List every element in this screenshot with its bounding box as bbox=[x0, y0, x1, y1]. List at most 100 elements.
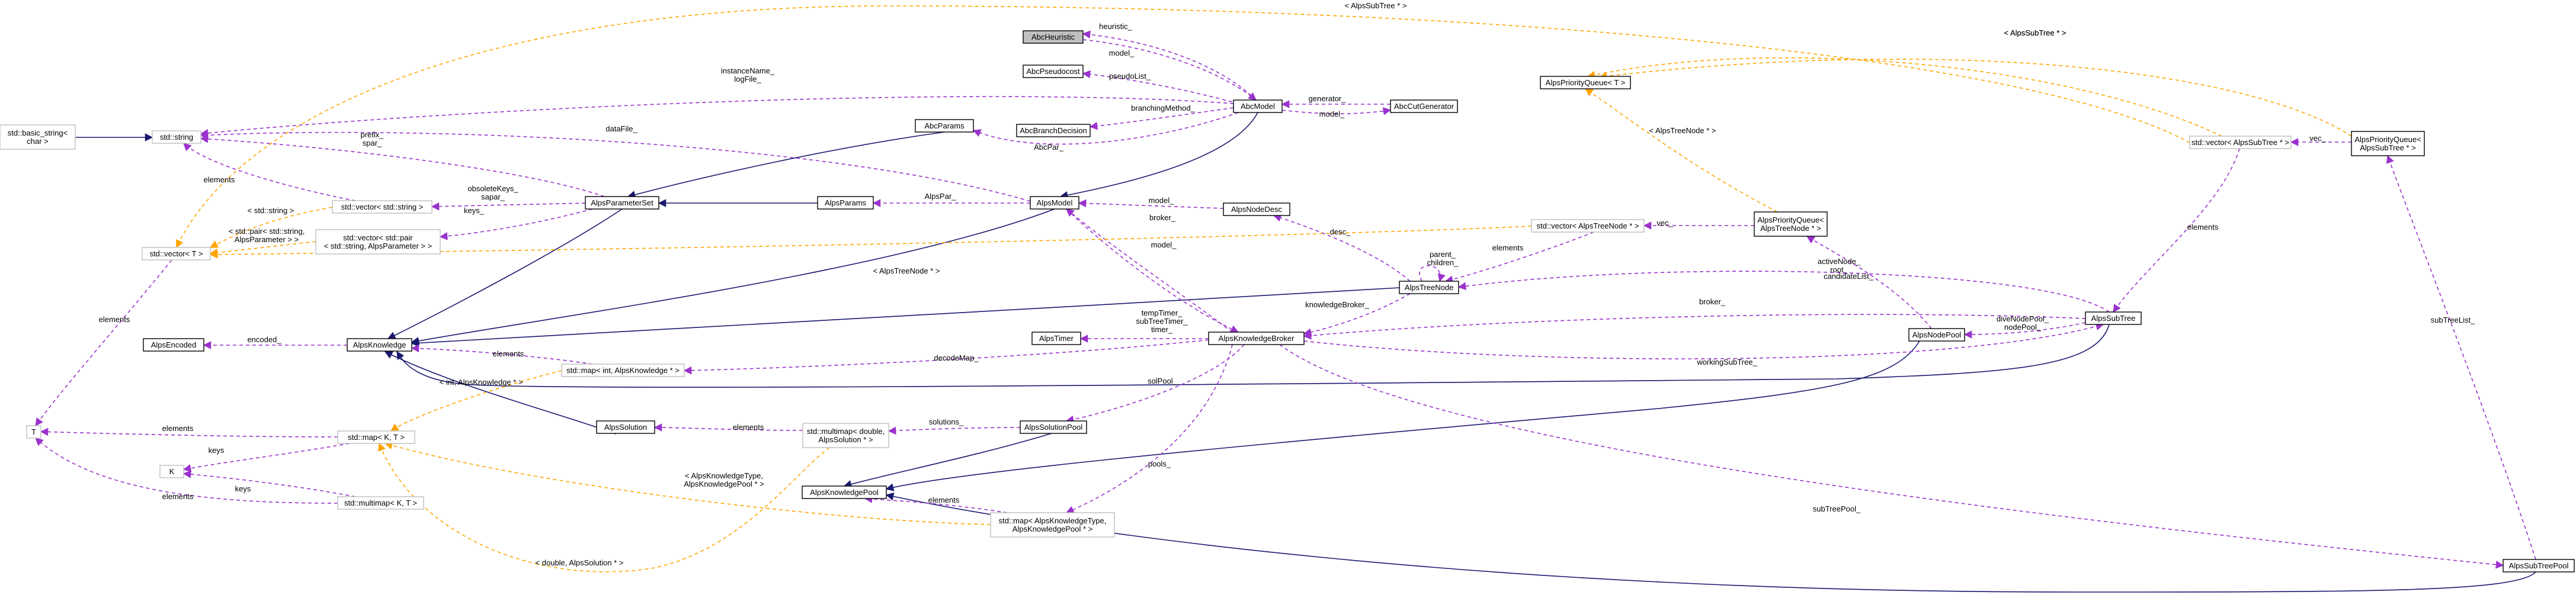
class-node-label-line: AbcModel bbox=[1241, 102, 1275, 111]
class-node-nodedesc[interactable]: AlpsNodeDesc bbox=[1223, 202, 1290, 216]
class-node-basicstring[interactable]: std::basic_string<char > bbox=[0, 124, 76, 150]
edge-label-broker-alpsmodel: broker_ bbox=[1149, 213, 1176, 222]
edge-label-subtreepool-pqsubtree: subTreeList_ bbox=[2431, 316, 2475, 324]
edge-label-line: elements bbox=[493, 349, 524, 358]
class-node-broker[interactable]: AlpsKnowledgeBroker bbox=[1208, 332, 1305, 345]
class-node-K[interactable]: K bbox=[159, 465, 184, 478]
class-node-stdstring[interactable]: std::string bbox=[152, 130, 201, 144]
edge-label-line: elements bbox=[1492, 243, 1524, 252]
edge-label-line: vec_ bbox=[2309, 134, 2326, 143]
edge-line-solution-multimap bbox=[655, 427, 803, 430]
class-node-label: K bbox=[169, 467, 175, 476]
edge-multimapKT-K bbox=[184, 474, 356, 497]
class-node-vecpair[interactable]: std::vector< std::pair< std::string, Alp… bbox=[315, 229, 441, 255]
edge-line-knowledge-alpsmodel bbox=[412, 208, 1055, 342]
class-node-alpsparams[interactable]: AlpsParams bbox=[817, 196, 874, 210]
edge-line-kpool-subtreepool bbox=[886, 495, 2536, 593]
edge-subtree-treenode bbox=[1459, 271, 2110, 313]
edge-label-broker-mapint: decodeMap_ bbox=[934, 353, 979, 362]
class-node-cutgen[interactable]: AbcCutGenerator bbox=[1390, 99, 1458, 113]
class-node-alpsmodel[interactable]: AlpsModel bbox=[1030, 196, 1079, 210]
edge-alpsmodel-nodedesc bbox=[1079, 203, 1224, 209]
class-node-label: AlpsSubTree bbox=[2091, 314, 2136, 323]
edge-tpl-vecsubtree2 bbox=[1588, 57, 2222, 137]
class-node-multimapdbl[interactable]: std::multimap< double,AlpsSolution * > bbox=[802, 423, 889, 448]
edge-label-tpl-vecstring: < std::string > bbox=[248, 206, 294, 215]
class-node-solpool[interactable]: AlpsSolutionPool bbox=[1020, 420, 1087, 434]
edge-label-abcparams-abcmodel: AbcPar_ bbox=[1034, 143, 1064, 152]
class-node-T[interactable]: T bbox=[26, 425, 41, 439]
class-node-label-line: AlpsSubTreePool bbox=[2509, 561, 2569, 570]
edge-line-vecsubtree-subtree bbox=[2113, 148, 2240, 312]
edge-stdstring-paramset bbox=[201, 139, 605, 197]
class-node-label-line: AbcBranchDecision bbox=[1020, 126, 1087, 135]
class-node-timer[interactable]: AlpsTimer bbox=[1031, 332, 1081, 345]
edge-label-vectreenode-treenode: elements bbox=[1492, 243, 1524, 252]
class-node-heuristic[interactable]: AbcHeuristic bbox=[1023, 30, 1084, 44]
class-node-label-line: AlpsKnowledgeBroker bbox=[1219, 334, 1295, 343]
class-node-paramset[interactable]: AlpsParameterSet bbox=[585, 196, 659, 210]
class-node-subtreepool[interactable]: AlpsSubTreePool bbox=[2503, 559, 2575, 573]
class-node-label: AlpsKnowledgePool bbox=[810, 488, 879, 497]
class-node-label: std::map< int, AlpsKnowledge * > bbox=[566, 366, 680, 375]
class-node-box bbox=[143, 338, 204, 352]
edge-knowledge-subtree bbox=[397, 324, 2110, 388]
class-node-label: AlpsParams bbox=[825, 198, 867, 207]
edge-abcmodel-branchdec bbox=[1090, 107, 1234, 127]
class-node-multimapKT[interactable]: std::multimap< K, T > bbox=[337, 496, 424, 510]
class-node-encoded[interactable]: AlpsEncoded bbox=[143, 338, 204, 352]
edge-line-abcmodel-heuristic bbox=[1083, 34, 1257, 101]
edge-label-line: AbcPar_ bbox=[1034, 143, 1064, 152]
edge-knowledge-alpsmodel bbox=[412, 208, 1055, 342]
class-node-knowledge[interactable]: AlpsKnowledge bbox=[347, 338, 412, 352]
class-node-pqtreenode[interactable]: AlpsPriorityQueue<AlpsTreeNode * > bbox=[1754, 211, 1828, 237]
class-node-abcparams[interactable]: AbcParams bbox=[915, 119, 974, 133]
class-node-abcmodel[interactable]: AbcModel bbox=[1233, 99, 1283, 113]
class-node-label: AbcModel bbox=[1241, 102, 1275, 111]
class-node-subtree[interactable]: AlpsSubTree bbox=[2085, 311, 2142, 325]
edge-line-vecpair-paramset bbox=[440, 208, 593, 237]
edge-abcparams-paramset bbox=[628, 131, 945, 197]
class-node-branchdec[interactable]: AbcBranchDecision bbox=[1016, 124, 1091, 137]
class-node-mapintk[interactable]: std::map< int, AlpsKnowledge * > bbox=[561, 364, 685, 377]
edge-label-line: < int, AlpsKnowledge * > bbox=[440, 378, 523, 387]
edge-label-mapint-knowledge: elements bbox=[493, 349, 524, 358]
edge-label-alpsmodel-nodedesc: model_ bbox=[1149, 196, 1174, 205]
edge-label-line: < AlpsTreeNode * > bbox=[873, 266, 940, 275]
class-node-label-line: AlpsModel bbox=[1037, 198, 1073, 207]
class-node-label-line: AlpsNodeDesc bbox=[1231, 205, 1282, 214]
edge-label-solution-multimap: elements bbox=[733, 423, 764, 432]
class-node-label-line: std::map< AlpsKnowledgeType, bbox=[999, 516, 1107, 525]
class-node-pseudocost[interactable]: AbcPseudocost bbox=[1023, 65, 1084, 78]
class-node-box bbox=[1754, 211, 1828, 237]
edge-label-line: < std::string > bbox=[248, 206, 294, 215]
class-node-treenode[interactable]: AlpsTreeNode bbox=[1399, 281, 1459, 294]
class-node-vectreenode[interactable]: std::vector< AlpsTreeNode * > bbox=[1531, 219, 1645, 233]
class-node-box bbox=[990, 512, 1115, 538]
class-node-mapkpool[interactable]: std::map< AlpsKnowledgeType,AlpsKnowledg… bbox=[990, 512, 1115, 538]
class-node-box bbox=[817, 196, 874, 210]
edge-line-broker-subtree bbox=[1304, 314, 2086, 336]
class-node-vecsubtree[interactable]: std::vector< AlpsSubTree * > bbox=[2189, 136, 2292, 149]
edge-label-tpl-vecsubtree2: < AlpsSubTree * > bbox=[2004, 28, 2066, 37]
edge-label-subtree-treenode: activeNode_root_ bbox=[1818, 257, 1861, 274]
edge-nodedesc-treenode bbox=[1274, 216, 1411, 282]
edge-abcparams-abcmodel bbox=[973, 112, 1239, 145]
edge-line-tpl-mapkpool bbox=[385, 443, 991, 525]
class-node-mapKT[interactable]: std::map< K, T > bbox=[337, 430, 415, 444]
edge-label-line: elements bbox=[162, 492, 194, 501]
edge-line-multimap-solpool bbox=[889, 427, 1021, 431]
class-node-vecstring[interactable]: std::vector< std::string > bbox=[332, 200, 432, 214]
edge-mapKT-K bbox=[184, 443, 350, 469]
edge-label-line: < AlpsSubTree * > bbox=[1344, 1, 1406, 10]
edge-line-tpl-pqsubtree bbox=[1600, 59, 2352, 137]
edge-line-kpool-nodepool bbox=[886, 340, 1920, 489]
class-node-label-line: AlpsKnowledge bbox=[353, 340, 406, 349]
class-node-pqsubtree[interactable]: AlpsPriorityQueue<AlpsSubTree * > bbox=[2351, 131, 2425, 156]
class-node-solution[interactable]: AlpsSolution bbox=[596, 420, 655, 434]
class-node-nodepool[interactable]: AlpsNodePool bbox=[1908, 328, 1965, 342]
class-node-vectorT[interactable]: std::vector< T > bbox=[142, 247, 211, 260]
class-node-kpool[interactable]: AlpsKnowledgePool bbox=[802, 485, 887, 499]
edge-line-tpl-pqtreenode bbox=[1585, 89, 1778, 213]
class-node-pqT[interactable]: AlpsPriorityQueue< T > bbox=[1540, 76, 1631, 89]
